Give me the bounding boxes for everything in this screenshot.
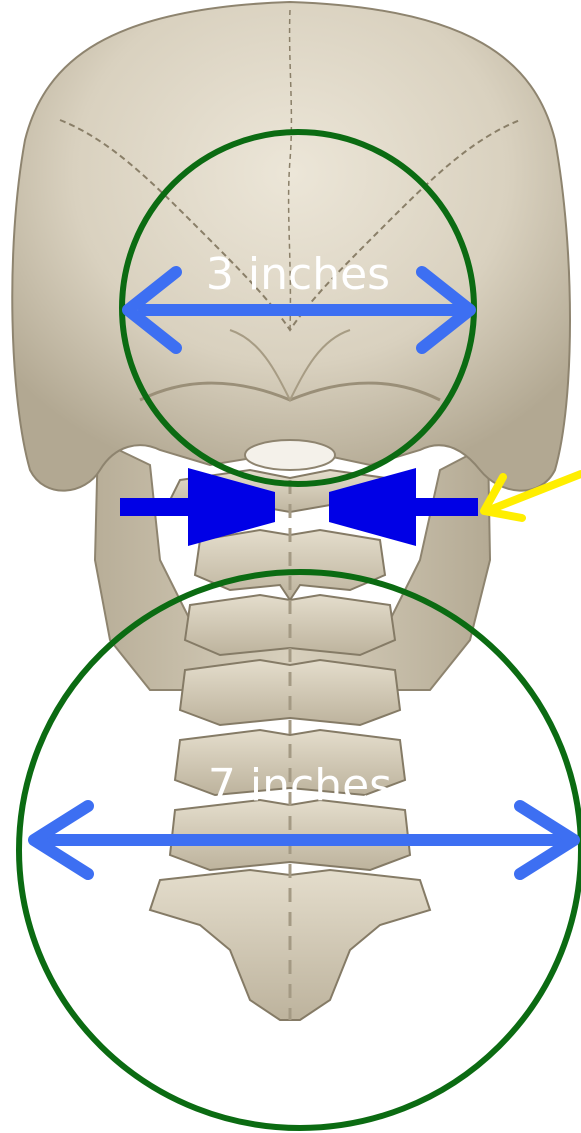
cervical-vertebra-c4 [180, 660, 400, 725]
upper-measurement-label: 3 inches [206, 249, 390, 300]
foramen-magnum [245, 440, 335, 470]
lower-measurement-label: 7 inches [208, 760, 392, 811]
cervical-spine [150, 480, 430, 1020]
